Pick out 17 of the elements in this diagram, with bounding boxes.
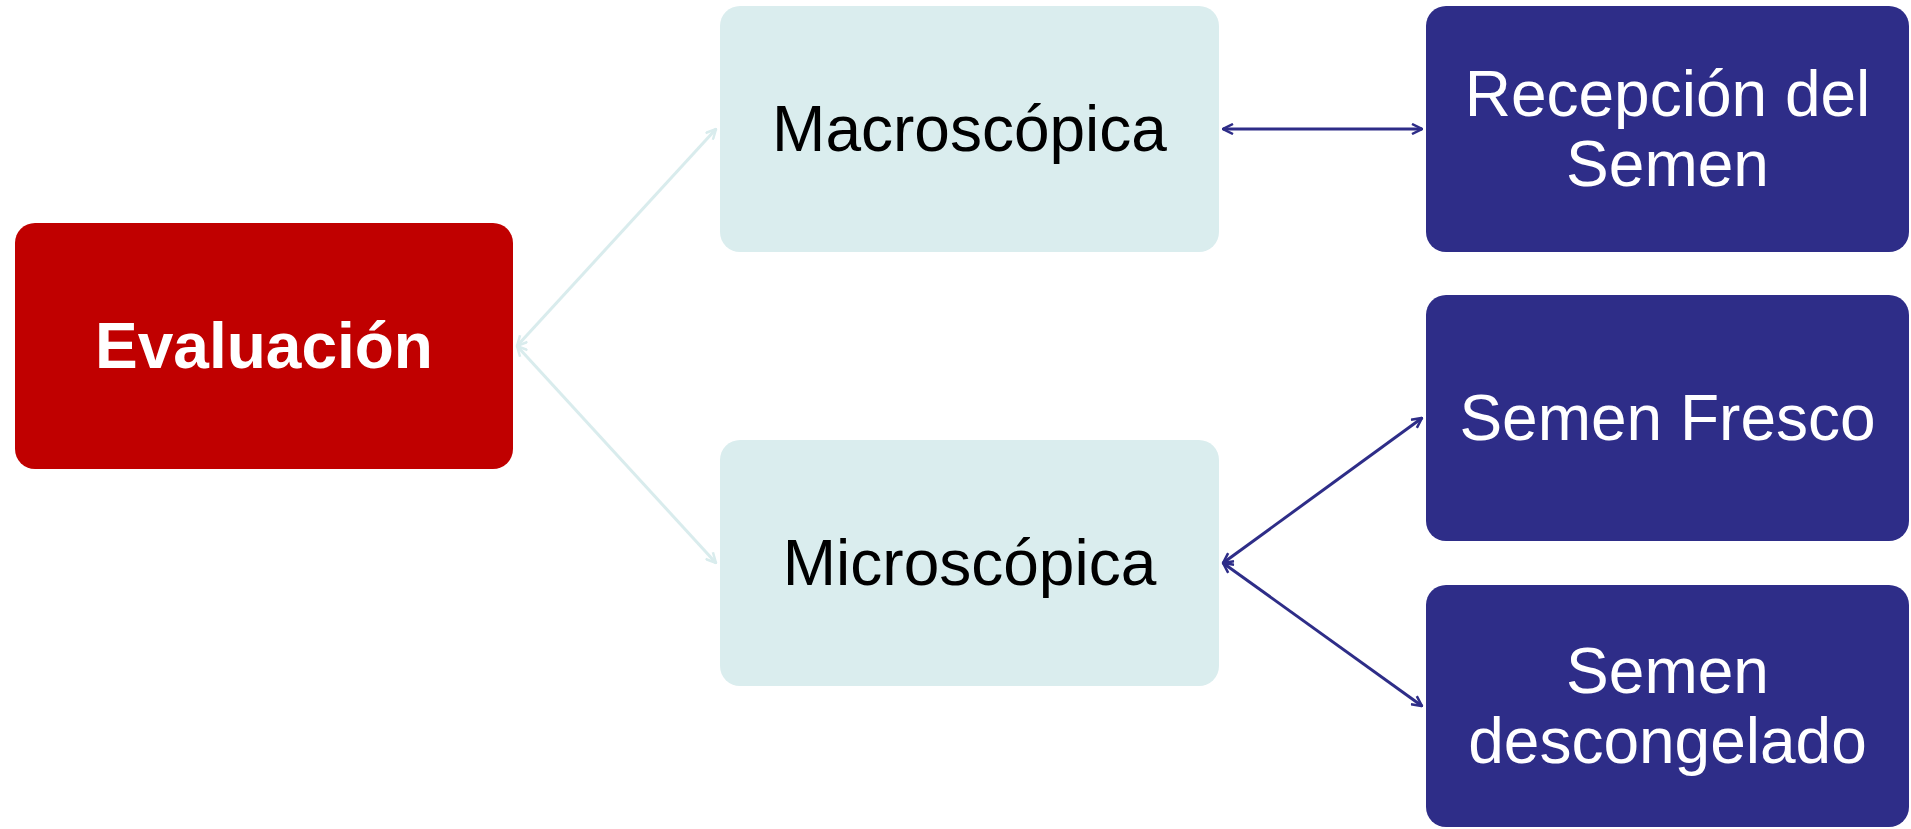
category-box — [720, 6, 1219, 252]
node-label: Evaluación — [95, 310, 433, 382]
category-box — [720, 440, 1219, 686]
double-arrow — [515, 127, 718, 348]
node-label: Recepción del Semen — [1463, 58, 1872, 200]
sample-box — [1426, 295, 1909, 541]
sample-box — [1426, 6, 1909, 252]
evaluation-box — [15, 223, 513, 469]
sample-box — [1426, 585, 1909, 827]
double-arrow — [1221, 416, 1424, 565]
node-label: Macroscópica — [772, 93, 1167, 165]
double-arrow — [1221, 561, 1424, 708]
double-arrow — [515, 344, 718, 565]
node-label: Semen descongelado — [1467, 635, 1868, 777]
node-label: Semen Fresco — [1459, 382, 1876, 454]
double-arrow — [1221, 122, 1424, 136]
node-label: Microscópica — [782, 527, 1157, 599]
